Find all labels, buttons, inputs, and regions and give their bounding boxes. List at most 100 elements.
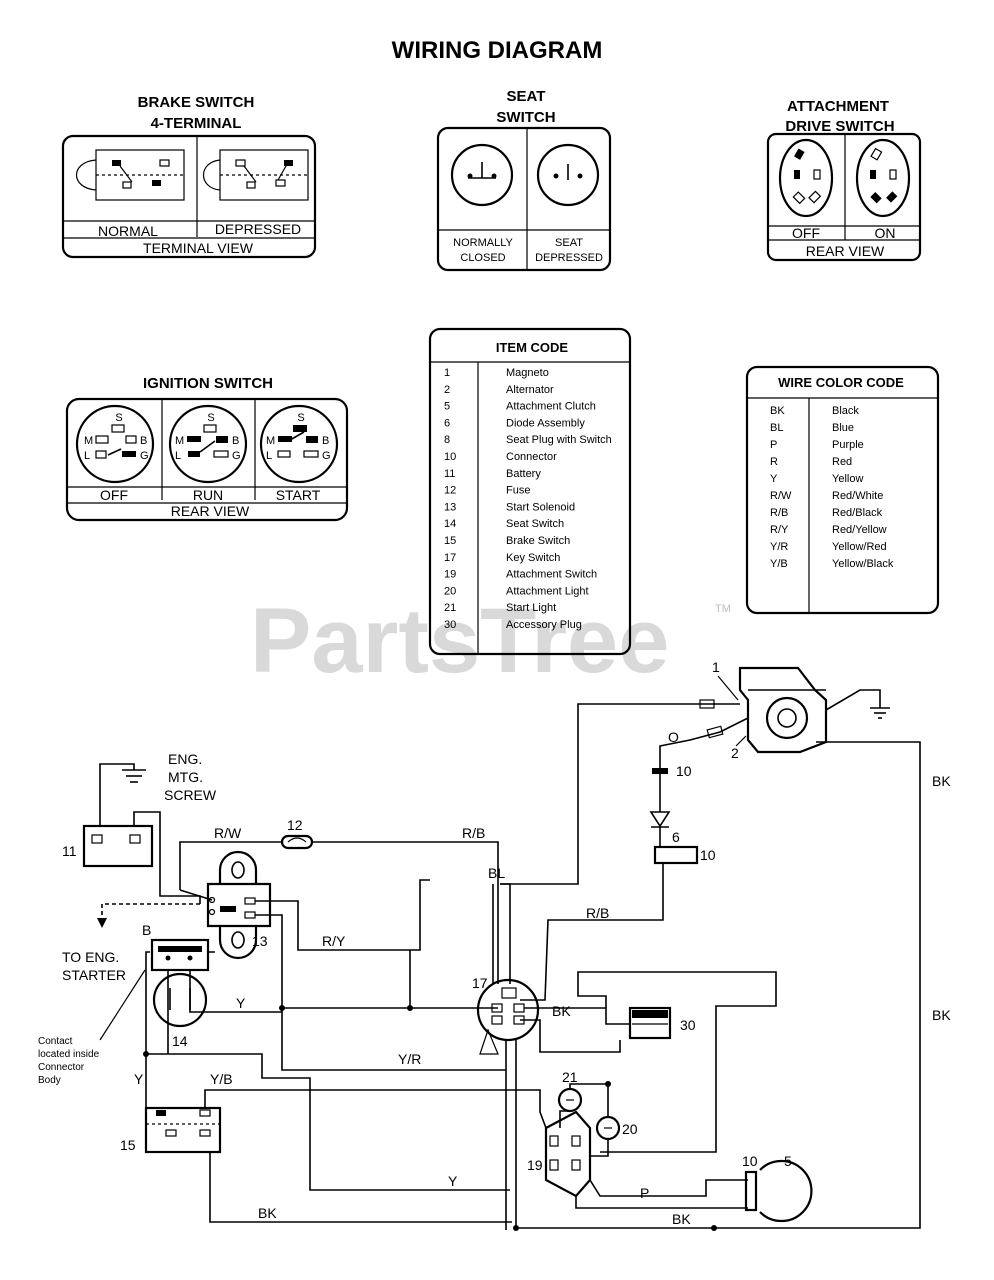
wire-label-ry: R/Y — [322, 933, 346, 949]
item-code-number: 10 — [444, 451, 456, 463]
wire-color-name: Blue — [832, 422, 854, 434]
item-code-number: 21 — [444, 602, 456, 614]
ignition-off-term-m: M — [84, 435, 93, 447]
watermark-text: PartsTree — [250, 590, 669, 692]
key-switch-17-icon — [476, 978, 540, 1055]
wire-label-rb-top: R/B — [462, 825, 485, 841]
item-10b-label: 10 — [700, 847, 716, 863]
wire-label-b: B — [142, 922, 151, 938]
seat-switch-title-line1: SEAT — [507, 88, 546, 105]
ignition-run-term-b: B — [232, 435, 239, 447]
ignition-start-term-m: M — [266, 435, 275, 447]
attachment-switch-panel: ATTACHMENT DRIVE SWITCH OFF ON REAR VIEW — [766, 98, 922, 262]
fuse-icon — [280, 834, 314, 850]
contact-note-line2: located inside — [38, 1049, 100, 1060]
attachment-switch-19-icon — [544, 1110, 592, 1198]
item-code-name: Alternator — [506, 384, 554, 396]
brake-switch-title-line1: BRAKE SWITCH — [138, 94, 255, 111]
eng-mtg-screw-ground-icon — [99, 763, 146, 826]
wire-color-name: Purple — [832, 439, 864, 451]
attachment-switch-on-icon — [855, 138, 911, 218]
ignition-run-term-l: L — [175, 450, 181, 462]
item-10c-label: 10 — [742, 1153, 758, 1169]
item-code-name: Accessory Plug — [506, 619, 582, 631]
wire-color-abbrev: P — [770, 439, 777, 451]
wire-color-abbrev: R/W — [770, 490, 792, 502]
seat-switch-state1-line2: CLOSED — [460, 252, 505, 264]
item-code-number: 15 — [444, 535, 456, 547]
wire-label-p: P — [640, 1185, 649, 1201]
wire-color-name: Red — [832, 456, 852, 468]
brake-switch-state-depressed: DEPRESSED — [215, 221, 301, 237]
item-code-title: ITEM CODE — [496, 340, 569, 355]
ignition-run-term-s: S — [207, 412, 214, 424]
battery-icon — [82, 824, 154, 868]
wire-label-bk-17: BK — [552, 1003, 571, 1019]
item-code-name: Battery — [506, 468, 541, 480]
wire-label-y-bottom: Y — [448, 1173, 458, 1189]
wire-label-o: O — [668, 729, 679, 745]
wire-color-code-title: WIRE COLOR CODE — [778, 375, 904, 390]
attachment-light-20-icon — [595, 1115, 621, 1141]
ignition-start-term-g: G — [322, 450, 331, 462]
wire-color-name: Yellow/Black — [832, 558, 894, 570]
seat-switch-depressed-icon — [536, 143, 600, 207]
eng-label-line1: ENG. — [168, 751, 202, 767]
to-eng-starter-line2: STARTER — [62, 967, 126, 983]
brake-switch-normal-icon — [76, 149, 185, 201]
ignition-caption: REAR VIEW — [171, 503, 250, 519]
start-light-21-icon — [557, 1087, 583, 1113]
item-21-label: 21 — [562, 1069, 578, 1085]
seat-switch-state2-line2: DEPRESSED — [535, 252, 603, 264]
brake-switch-depressed-icon — [203, 149, 309, 201]
eng-label-line2: MTG. — [168, 769, 203, 785]
item-code-number: 2 — [444, 384, 450, 396]
item-code-number: 30 — [444, 619, 456, 631]
wire-label-bk-bottom-right: BK — [672, 1211, 691, 1227]
item-code-name: Attachment Switch — [506, 569, 597, 581]
item-13-label: 13 — [252, 933, 268, 949]
item-11-label: 11 — [62, 843, 77, 859]
to-eng-starter-line1: TO ENG. — [62, 949, 119, 965]
brake-switch-state-normal: NORMAL — [98, 223, 158, 239]
wire-label-rw: R/W — [214, 825, 242, 841]
wire-label-bk-right-upper: BK — [932, 773, 951, 789]
accessory-plug-30-icon — [628, 1006, 672, 1040]
wire-label-yr: Y/R — [398, 1051, 421, 1067]
start-solenoid-icon — [206, 850, 272, 960]
item-code-name: Diode Assembly — [506, 417, 585, 429]
item-code-number: 14 — [444, 518, 456, 530]
wire-color-abbrev: Y/R — [770, 541, 788, 553]
watermark-tm: TM — [715, 603, 731, 615]
ignition-start-term-s: S — [297, 412, 304, 424]
item-19-label: 19 — [527, 1157, 543, 1173]
item-1-label: 1 — [712, 659, 720, 675]
engine-magneto-icon — [738, 666, 828, 754]
item-code-number: 8 — [444, 434, 450, 446]
ignition-off-term-g: G — [140, 450, 149, 462]
ignition-off-term-s: S — [115, 412, 122, 424]
item-code-number: 1 — [444, 367, 450, 379]
item-code-name: Start Light — [506, 602, 556, 614]
ignition-run-term-g: G — [232, 450, 241, 462]
wire-color-name: Red/Yellow — [832, 524, 887, 536]
wire-color-abbrev: R/Y — [770, 524, 789, 536]
item-code-number: 13 — [444, 501, 456, 513]
item-code-name: Brake Switch — [506, 535, 570, 547]
item-code-name: Seat Plug with Switch — [506, 434, 612, 446]
wire-color-abbrev: R — [770, 456, 778, 468]
ignition-off-term-b: B — [140, 435, 147, 447]
wire-color-name: Black — [832, 405, 859, 417]
ignition-run-term-m: M — [175, 435, 184, 447]
wire-color-abbrev: Y/B — [770, 558, 788, 570]
wire-label-y-14: Y — [236, 995, 246, 1011]
ignition-start-term-b: B — [322, 435, 329, 447]
brake-switch-caption: TERMINAL VIEW — [143, 240, 254, 256]
item-code-name: Seat Switch — [506, 518, 564, 530]
attachment-clutch-5-icon — [744, 1159, 813, 1223]
brake-switch-title-line2: 4-TERMINAL — [151, 115, 242, 132]
item-code-name: Key Switch — [506, 552, 560, 564]
